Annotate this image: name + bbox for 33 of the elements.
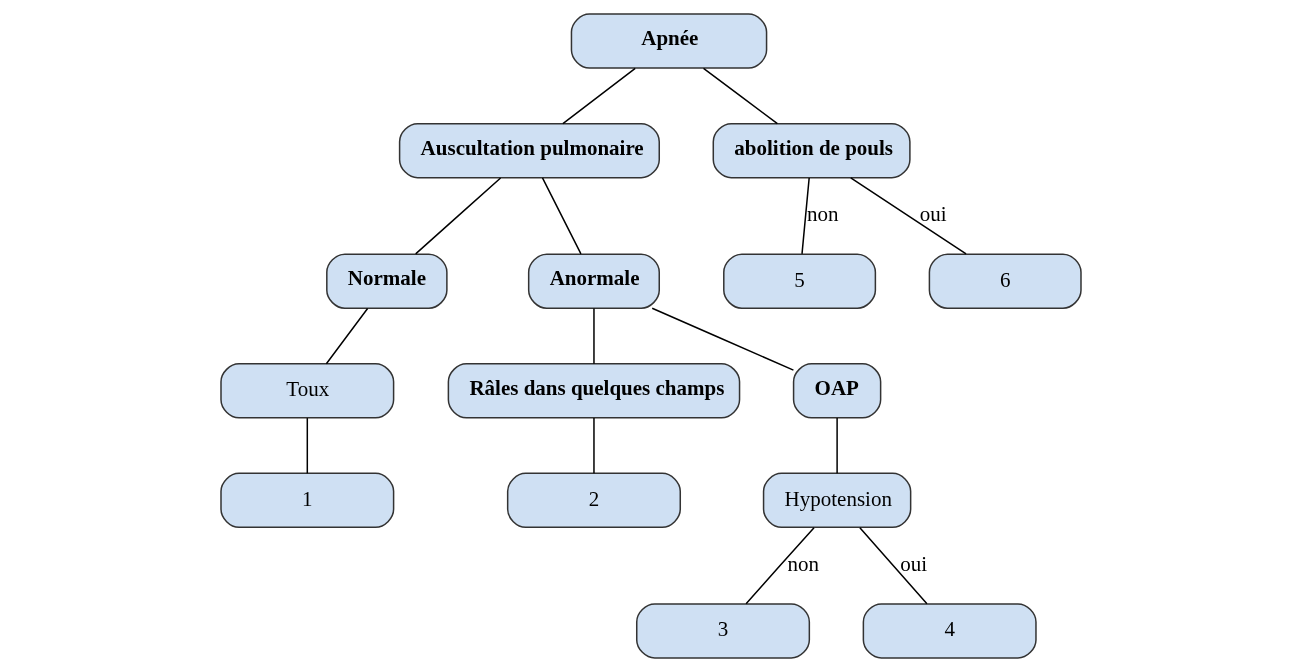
node-box: Hypotension xyxy=(762,472,911,529)
node-box: 2 xyxy=(506,472,681,529)
connector xyxy=(835,417,838,475)
edge-label: non xyxy=(806,202,839,227)
connector xyxy=(325,307,368,365)
connector xyxy=(541,177,582,255)
connector xyxy=(849,177,967,255)
node-box: abolition de pouls xyxy=(712,122,911,179)
connector xyxy=(650,307,794,371)
connector xyxy=(414,177,501,255)
edge-label: oui xyxy=(919,202,946,227)
connector xyxy=(702,67,778,125)
node-box: 3 xyxy=(635,603,810,659)
edge-label: non xyxy=(787,552,819,577)
edge-label: oui xyxy=(899,552,927,577)
connector xyxy=(306,417,308,475)
node-box: Auscultation pulmonaire xyxy=(398,122,660,179)
node-box: Râles dans quelques champs xyxy=(447,363,740,419)
node-box: Anormale xyxy=(527,253,660,309)
connector xyxy=(592,417,595,475)
node-box: OAP xyxy=(792,363,881,419)
node-box: 6 xyxy=(928,253,1082,309)
node-box: Toux xyxy=(219,363,394,419)
node-box: Apnée xyxy=(570,13,767,69)
node-box: 4 xyxy=(862,603,1037,659)
connector xyxy=(858,526,928,605)
node-box: 1 xyxy=(219,472,394,529)
connector xyxy=(592,307,595,365)
node-box: 5 xyxy=(722,253,876,309)
node-box: Normale xyxy=(325,253,448,309)
connector xyxy=(561,67,636,125)
connector xyxy=(744,526,815,605)
connector xyxy=(800,177,810,255)
